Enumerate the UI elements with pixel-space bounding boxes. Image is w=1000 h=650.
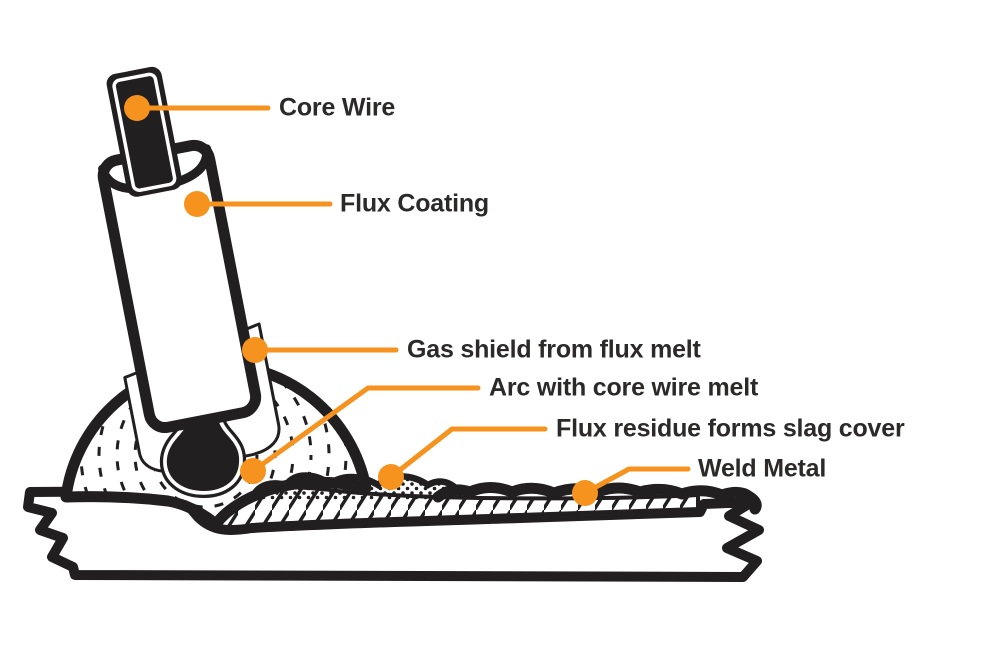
label-gas-shield: Gas shield from flux melt bbox=[407, 335, 701, 364]
core-wire-inset-line bbox=[112, 72, 177, 193]
label-flux-coating: Flux Coating bbox=[340, 189, 489, 218]
label-slag-cover: Flux residue forms slag cover bbox=[556, 414, 905, 443]
electrode bbox=[97, 66, 262, 434]
callout-dot-arc-melt bbox=[240, 458, 266, 484]
label-arc-melt: Arc with core wire melt bbox=[489, 373, 759, 402]
slag-cover-outline bbox=[248, 472, 464, 502]
callout-dot-core-wire bbox=[124, 95, 150, 121]
callout-dot-slag-cover bbox=[378, 464, 404, 490]
arc-droplet bbox=[159, 405, 247, 498]
weld-bead bbox=[432, 482, 762, 515]
core-wire-shape bbox=[106, 66, 182, 197]
label-weld-metal: Weld Metal bbox=[698, 454, 827, 483]
callout-line-weld-metal bbox=[582, 466, 691, 496]
callout-line-arc-melt bbox=[250, 385, 481, 474]
callout-line-slag-cover bbox=[388, 426, 548, 480]
label-core-wire: Core Wire bbox=[279, 93, 396, 122]
callout-dot-weld-metal bbox=[572, 480, 598, 506]
callout-dot-flux-coating bbox=[184, 191, 210, 217]
slag-cover-shape bbox=[252, 475, 462, 500]
callout-dot-gas-shield bbox=[242, 337, 268, 363]
